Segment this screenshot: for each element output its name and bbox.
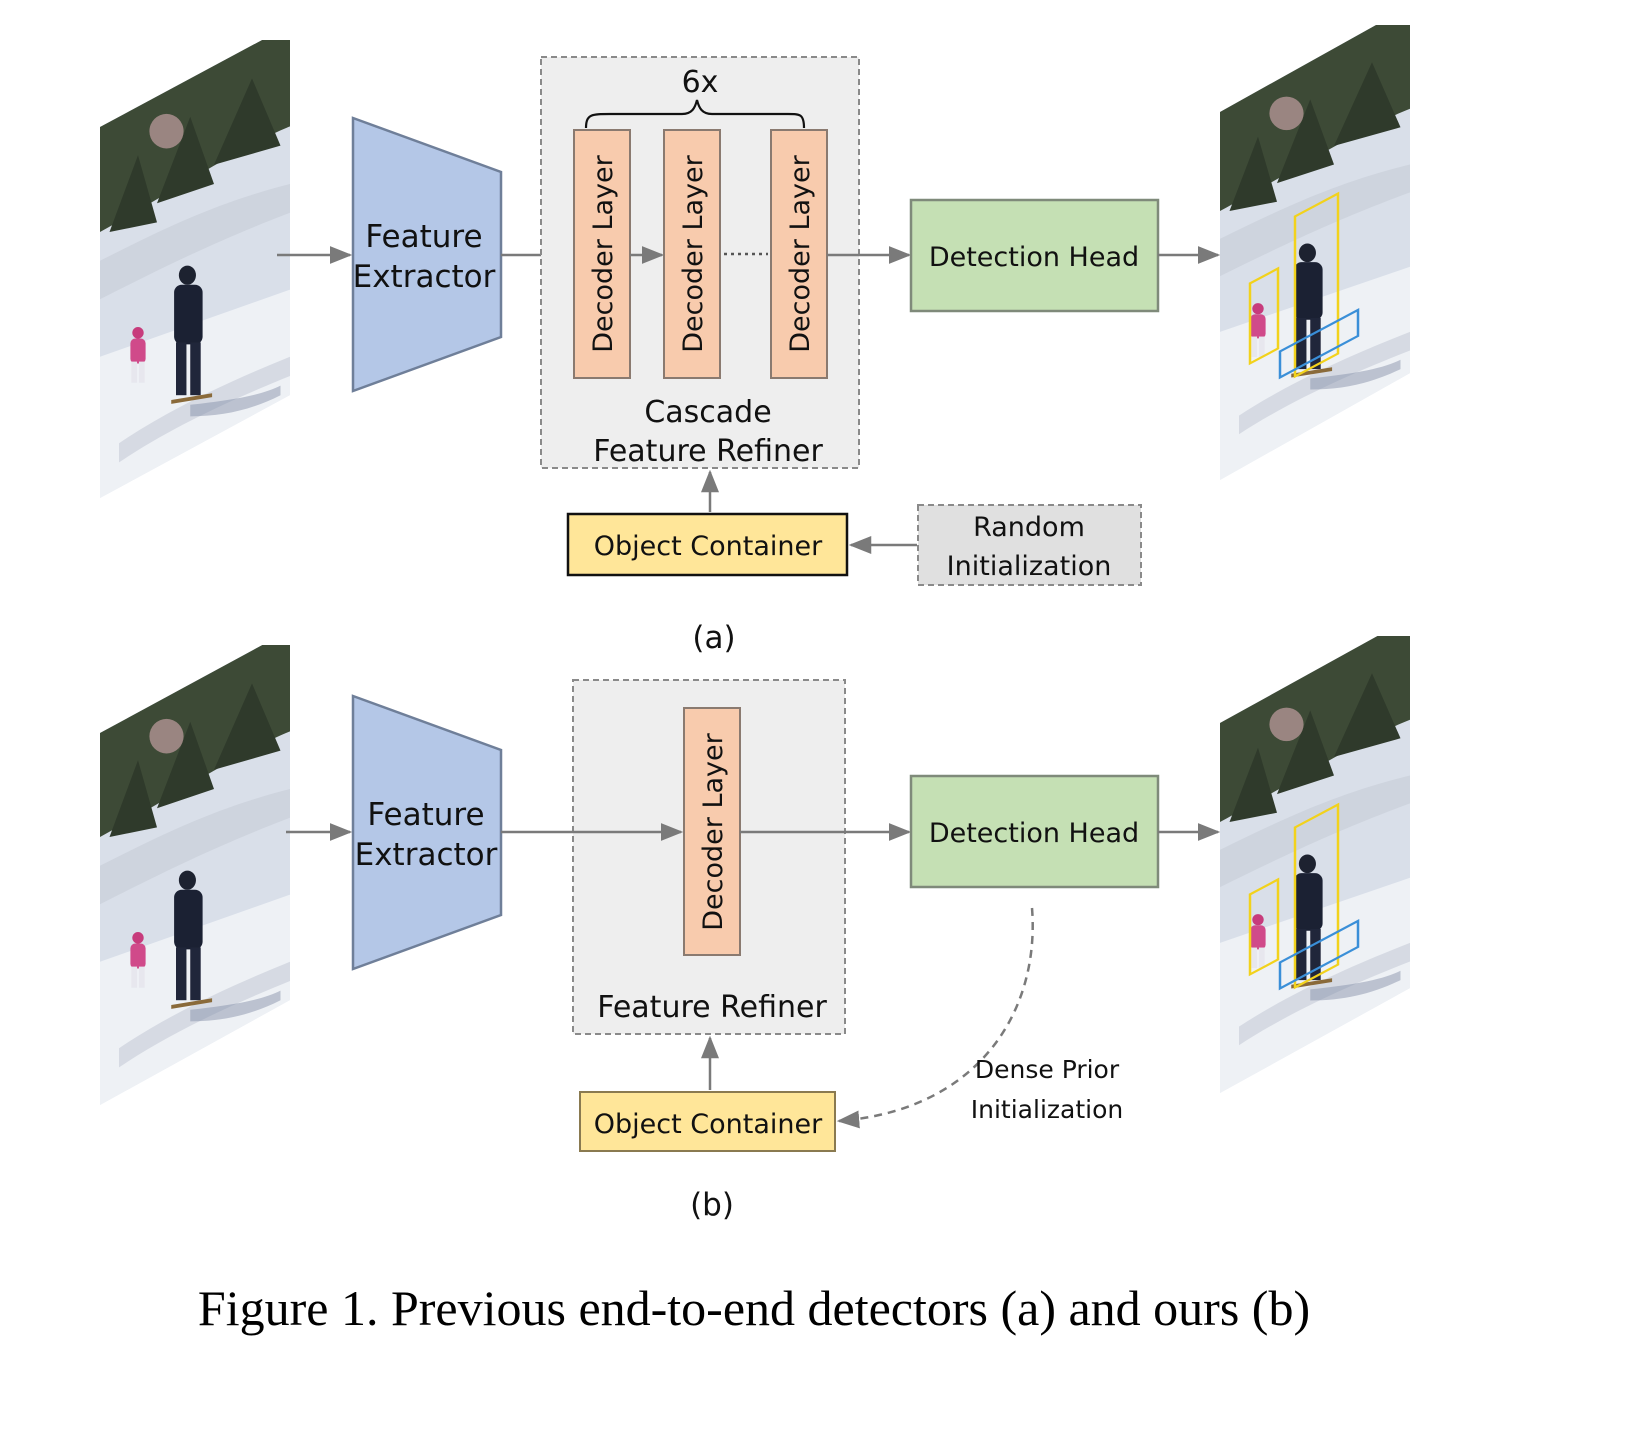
input-image-b — [100, 645, 290, 1105]
repeat-label: 6x — [682, 65, 719, 100]
feature-extractor-b-label-2: Extractor — [355, 837, 498, 873]
panel-b: Feature Extractor Decoder Layer Feature … — [100, 636, 1410, 1223]
object-container-a-label: Object Container — [594, 531, 823, 562]
refiner-label-a-1: Cascade — [644, 395, 771, 430]
dense-prior-arrow — [836, 907, 1034, 1129]
figure-caption: Figure 1. Previous end-to-end detectors … — [198, 1280, 1310, 1336]
feature-extractor-label-2: Extractor — [353, 259, 496, 295]
feature-extractor-label-1: Feature — [365, 219, 482, 255]
panel-a: Feature Extractor 6x Decoder Layer Decod… — [100, 25, 1410, 656]
decoder-layer-a1-label: Decoder Layer — [588, 154, 619, 352]
detection-head-a-label: Detection Head — [929, 242, 1139, 273]
ski-box-a — [1278, 308, 1360, 380]
random-init-label-2: Initialization — [947, 551, 1112, 582]
input-image-a — [100, 40, 290, 498]
decoder-layer-a3-label: Decoder Layer — [785, 154, 816, 352]
person-box-adult-a — [1293, 191, 1340, 379]
feature-extractor-a: Feature Extractor — [351, 116, 503, 393]
person-box-adult-b — [1293, 802, 1340, 990]
decoder-layer-a2 — [663, 129, 721, 379]
dense-prior-label-2: Initialization — [971, 1095, 1123, 1124]
person-box-child-b — [1248, 877, 1280, 977]
panel-a-caption: (a) — [692, 620, 735, 656]
feature-extractor-b-label-1: Feature — [367, 797, 484, 833]
random-initialization: Random Initialization — [917, 504, 1142, 586]
ski-box-b — [1278, 919, 1360, 991]
decoder-layer-a2-label: Decoder Layer — [678, 154, 709, 352]
refiner-label-b: Feature Refiner — [597, 990, 827, 1025]
output-image-b — [1220, 636, 1410, 1093]
output-image-a — [1220, 25, 1410, 480]
decoder-layer-a1 — [573, 129, 631, 379]
detection-head-b-label: Detection Head — [929, 818, 1139, 849]
object-container-b: Object Container — [579, 1091, 836, 1152]
object-container-b-label: Object Container — [594, 1109, 823, 1140]
panel-b-caption: (b) — [690, 1187, 734, 1223]
person-box-child-a — [1248, 266, 1280, 366]
random-init-label-1: Random — [973, 512, 1085, 543]
cascade-feature-refiner: 6x Decoder Layer Decoder Layer Decoder L… — [540, 56, 860, 469]
decoder-layer-a3 — [770, 129, 828, 379]
refiner-label-a-2: Feature Refiner — [593, 434, 823, 469]
detection-head-b: Detection Head — [909, 774, 1160, 889]
dense-prior-label-1: Dense Prior — [975, 1055, 1120, 1084]
object-container-a: Object Container — [566, 512, 849, 577]
repeat-brace — [584, 99, 806, 129]
detection-head-a: Detection Head — [909, 198, 1160, 313]
feature-extractor-b: Feature Extractor — [351, 694, 503, 971]
feature-refiner-b: Decoder Layer Feature Refiner — [501, 679, 846, 1035]
decoder-layer-b-label: Decoder Layer — [698, 732, 729, 930]
